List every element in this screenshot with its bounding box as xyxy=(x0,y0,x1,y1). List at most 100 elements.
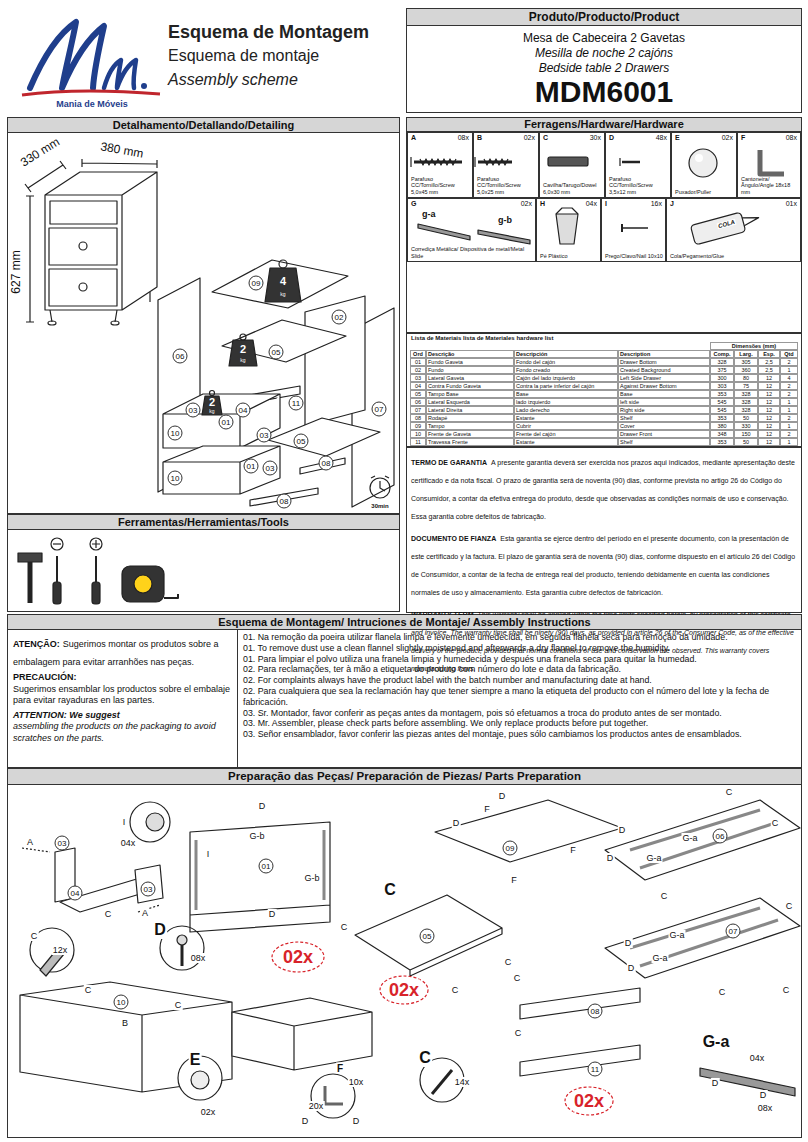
drawing-path xyxy=(474,157,475,167)
table-cell: 328 xyxy=(734,390,758,398)
dimension-label: 330 mm xyxy=(17,134,63,170)
drawing-path xyxy=(60,878,160,912)
table-cell: 353 xyxy=(710,438,734,446)
callout-number: 07 xyxy=(726,924,741,939)
panel-text: E xyxy=(675,134,680,141)
drawing-circle xyxy=(279,260,287,268)
dimension-label: 380 mm xyxy=(98,139,145,161)
hardware-cell: F08xCantoneira/Ângulo/Angle 18x18 mm xyxy=(737,132,801,198)
callout-label: I xyxy=(206,849,211,859)
callout-label: I xyxy=(122,817,127,827)
table-cell: 2 xyxy=(780,382,798,390)
drawing-rect xyxy=(49,228,117,265)
callout-label: G-a xyxy=(668,930,685,940)
table-cell: 545 xyxy=(710,406,734,414)
callout-number: 03 xyxy=(55,836,70,851)
table-cell: 380 xyxy=(710,422,734,430)
drawing-path xyxy=(619,158,620,166)
table-cell: 328 xyxy=(710,358,734,366)
callout-number: 11 xyxy=(588,1062,603,1077)
table-cell: 375 xyxy=(710,366,734,374)
panel-text: Mesa de Cabeceira 2 Gavetas xyxy=(407,31,801,45)
panel-text: DOCUMENTO DE FIANZA xyxy=(411,535,496,542)
hardware-cell: D48xParafuso CC/Tornillo/Screw 3,5x12 mm xyxy=(605,132,671,198)
table-cell: 80 xyxy=(734,374,758,382)
callout-label: D xyxy=(301,1116,310,1126)
panel-text: 03. Mr. Assembler, please check parts be… xyxy=(243,718,797,729)
panel-text: C xyxy=(543,134,548,141)
table-cell: Shelf xyxy=(618,438,710,446)
drawing-path xyxy=(622,161,640,164)
table-cell: Travessa Frente xyxy=(426,438,514,446)
drawing-circle xyxy=(695,154,703,162)
callout-label: D xyxy=(624,938,633,948)
table-cell: 03 xyxy=(410,374,426,382)
callout-number: 02 xyxy=(332,310,347,325)
drawing-path xyxy=(135,865,163,903)
table-header: Descrição xyxy=(426,350,514,358)
panel-text: Corrediça Metálica/ Dispositiva de metal… xyxy=(411,246,533,259)
drawing-path xyxy=(520,1045,640,1076)
callout-label: 30min xyxy=(371,503,388,509)
table-cell: 303 xyxy=(710,382,734,390)
callout-label: 08x xyxy=(757,1103,774,1113)
panel-text: g-a xyxy=(422,209,436,219)
drawing-path xyxy=(18,553,42,562)
weight-label: kg xyxy=(240,357,245,363)
panel-text: Detalhamento/Detallando/Detailing xyxy=(8,118,399,133)
callout-label: E xyxy=(189,1051,202,1069)
callout-label: D xyxy=(711,1078,720,1088)
table-cell: Frente del cajón xyxy=(514,430,618,438)
drawing-path xyxy=(484,159,508,165)
drawing-path xyxy=(104,60,136,88)
panel-text: 16x xyxy=(651,200,662,207)
attention-box: ATENÇÃO:Sugerimos montar os produtos sob… xyxy=(8,630,238,767)
panel-text: Bedside table 2 Drawers xyxy=(407,61,801,75)
callout-label: F xyxy=(483,804,491,814)
table-cell: 12 xyxy=(758,406,780,414)
drawing-rect xyxy=(92,582,100,604)
table-cell: 328 xyxy=(734,406,758,414)
callout-label: 12x xyxy=(52,945,69,955)
table-header: Ord xyxy=(410,350,426,358)
callout-number: 03 xyxy=(257,428,272,443)
callout-number: 10 xyxy=(114,995,129,1010)
drawing-path xyxy=(196,830,324,910)
callout-label: D xyxy=(618,825,627,835)
table-header: Comp. xyxy=(710,350,734,358)
table-cell: 10 xyxy=(410,430,426,438)
callout-label: F xyxy=(336,1063,344,1074)
panel-text: 01. To remove dust use a clean flannel s… xyxy=(243,643,797,654)
table-cell: 12 xyxy=(758,374,780,382)
callout-label: C xyxy=(513,973,522,983)
table-cell: Rodapé xyxy=(426,414,514,422)
drawing-circle xyxy=(689,149,717,177)
drawing-path xyxy=(640,822,778,868)
panel-text: D xyxy=(609,134,614,141)
table-cell: 1 xyxy=(780,366,798,374)
panel-text: Ferramentas/Herramientas/Tools xyxy=(8,515,399,530)
table-cell: 50 xyxy=(734,414,758,422)
table-cell: Lateral Esquerda xyxy=(426,398,514,406)
table-cell: 12 xyxy=(758,422,780,430)
panel-text: 02x xyxy=(524,134,535,141)
callout-label: C xyxy=(451,985,460,995)
paragraph-gap xyxy=(411,523,797,527)
drawing-path xyxy=(742,214,760,226)
callout-label: C xyxy=(782,985,791,995)
table-cell: 305 xyxy=(734,358,758,366)
panel-text: A xyxy=(411,134,416,141)
drawing-rect xyxy=(49,269,117,306)
quantity-label: 02x xyxy=(388,980,420,1001)
table-cell: 2 xyxy=(780,358,798,366)
drawing-path xyxy=(760,150,784,174)
callout-label: C xyxy=(514,1028,523,1038)
panel-text: COLA xyxy=(717,219,737,230)
table-cell: Base xyxy=(618,390,710,398)
callout-label: 02x xyxy=(200,1107,217,1117)
drawing-path xyxy=(418,224,470,240)
drawing-rect xyxy=(53,582,61,604)
drawing-path xyxy=(630,908,760,948)
callout-label: F xyxy=(569,845,577,855)
callout-number: 01 xyxy=(219,415,234,430)
